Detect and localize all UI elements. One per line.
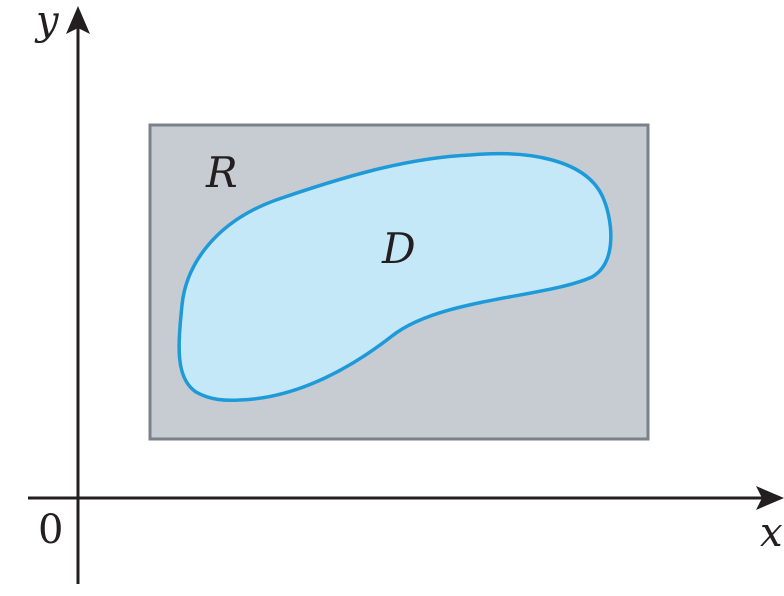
region-d [177,151,613,403]
x-axis-label: x [760,510,783,556]
y-axis-arrowhead [66,6,90,34]
y-axis-label: y [34,0,60,44]
origin-label: 0 [38,507,63,553]
rectangle-label-r: R [205,148,238,197]
region-label-d: D [381,224,416,273]
x-axis-arrowhead [756,486,784,510]
